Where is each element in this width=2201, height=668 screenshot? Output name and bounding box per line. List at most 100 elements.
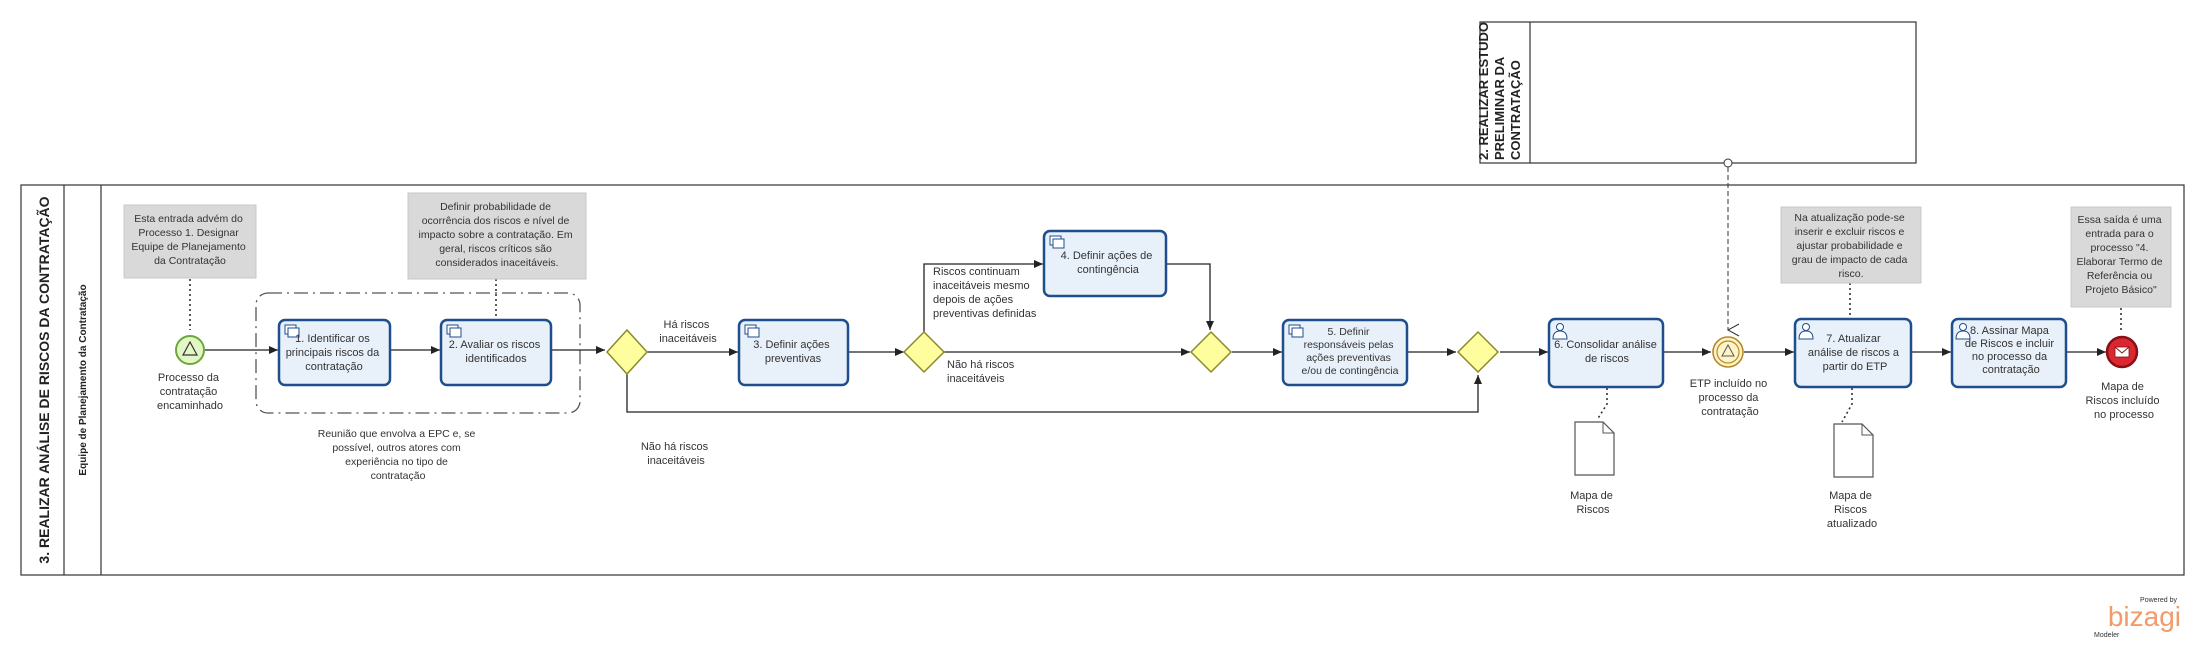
svg-text:Processo da contratação: Processo da contratação encaminhado [157, 372, 223, 412]
document-2-label: Mapa de [1829, 490, 1872, 502]
user-icon [1552, 323, 1568, 340]
svg-text:Mapa de Riscos incluído: Mapa de Riscos incluído no processo [2085, 381, 2162, 421]
start-event-label: encaminhado [157, 400, 223, 412]
task-8-label: de Riscos e incluir [1965, 338, 2055, 350]
svg-text:7. Atualizar análise de: 7. Atualizar análise de riscos a partir … [1808, 333, 1902, 373]
annotation-2-line: ocorrência dos riscos e nível de [422, 215, 570, 227]
document-1-label: Mapa de [1570, 490, 1613, 502]
svg-text:Reunião que envolva a EPC e, s: Reunião que envolva a EPC e, se possível… [318, 428, 479, 482]
document-2-label: Riscos [1834, 504, 1868, 516]
task-atualizar-analise[interactable]: 7. Atualizar análise de riscos a partir … [1793, 317, 1913, 389]
flow-label-nao-ha-riscos-1: inaceitáveis [647, 455, 705, 467]
annotation-4: Essa saída é uma entrada para o processo… [2070, 206, 2172, 308]
intermediate-event-label: contratação [1701, 406, 1758, 418]
external-pool-title-2: PRELIMINAR DA [1492, 56, 1507, 160]
task-8-label: 8. Assinar Mapa [1970, 325, 2050, 337]
group-note-line: Reunião que envolva a EPC e, se [318, 428, 476, 440]
external-pool[interactable]: 2. REALIZAR ESTUDO PRELIMINAR DA CONTRAT… [1476, 18, 1917, 164]
task-identificar-riscos[interactable]: 1. Identificar os principais riscos da c… [277, 318, 392, 387]
task-2-label: identificados [465, 353, 527, 365]
svg-text:Não há riscos inaceitáveis: Não há riscos inaceitáveis [947, 359, 1017, 385]
task-3-label: 3. Definir ações [753, 339, 830, 351]
task-7-label: 7. Atualizar [1826, 333, 1881, 345]
annotation-1-line: Processo 1. Designar [138, 227, 239, 239]
task-5-label: e/ou de contingência [1302, 365, 1399, 377]
gateway-3[interactable] [1189, 330, 1233, 374]
multi-instance-icon [1049, 235, 1065, 249]
svg-text:8. Assinar Mapa de Risco: 8. Assinar Mapa de Riscos e incluir no p… [1965, 325, 2057, 376]
svg-text:Riscos continuam inaceitáv: Riscos continuam inaceitáveis mesmo depo… [933, 266, 1037, 320]
svg-text:1. Identificar os princi: 1. Identificar os principais riscos da c… [286, 333, 383, 373]
watermark-powered: Powered by [2140, 597, 2177, 604]
gateway-1[interactable] [605, 328, 649, 376]
task-1-label: 1. Identificar os [295, 333, 370, 345]
annotation-2: Definir probabilidade de ocorrência dos … [407, 192, 587, 280]
task-7-label: análise de riscos a [1808, 347, 1900, 359]
task-assinar-mapa[interactable]: 8. Assinar Mapa de Riscos e incluir no p… [1950, 317, 2068, 389]
annotation-2-line: geral, riscos críticos são [439, 243, 552, 255]
document-mapa-de-riscos[interactable] [1574, 421, 1615, 476]
annotation-1-line: Esta entrada advém do [134, 213, 243, 225]
task-2-label: 2. Avaliar os riscos [449, 339, 541, 351]
annotation-3-line: grau de impacto de cada [1792, 254, 1908, 266]
flow-label-riscos-continuam: Riscos continuam [933, 266, 1020, 278]
message-flow [1723, 158, 1740, 337]
group-note-line: experiência no tipo de [345, 456, 448, 468]
document-2-label: atualizado [1827, 518, 1877, 530]
flow-label-riscos-continuam: inaceitáveis mesmo [933, 280, 1030, 292]
task-7-label: partir do ETP [1823, 361, 1888, 373]
svg-text:6. Consolidar análise de: 6. Consolidar análise de riscos [1554, 339, 1660, 365]
task-5-label: responsáveis pelas [1304, 339, 1394, 351]
svg-text:5. Definir responsáveis: 5. Definir responsáveis pelas ações prev… [1302, 326, 1399, 377]
task-6-label: 6. Consolidar análise [1554, 339, 1657, 351]
svg-text:3. Definir ações prevent: 3. Definir ações preventivas [753, 339, 833, 365]
external-pool-title-1: 2. REALIZAR ESTUDO [1476, 22, 1491, 160]
document-mapa-de-riscos-atualizado[interactable] [1833, 423, 1874, 478]
task-3-label: preventivas [765, 353, 822, 365]
user-icon [1798, 323, 1814, 340]
task-1-label: contratação [305, 361, 362, 373]
svg-text:Essa saída é uma entrada: Essa saída é uma entrada para o processo… [2076, 214, 2165, 296]
task-definir-responsaveis[interactable]: 5. Definir responsáveis pelas ações prev… [1281, 318, 1409, 387]
multi-instance-icon [744, 324, 760, 338]
annotation-3-line: ajustar probabilidade e [1796, 240, 1902, 252]
associations [189, 279, 2122, 423]
task-definir-acoes-contingencia[interactable]: 4. Definir ações de contingência [1042, 229, 1168, 298]
meeting-group [255, 292, 581, 414]
end-event[interactable] [2105, 335, 2139, 369]
intermediate-event-label: ETP incluído no [1690, 378, 1767, 390]
flow-label-riscos-continuam: depois de ações [933, 294, 1014, 306]
annotation-4-line: processo "4. [2091, 242, 2149, 254]
task-5-label: ações preventivas [1306, 352, 1391, 364]
task-definir-acoes-preventivas[interactable]: 3. Definir ações preventivas [737, 318, 850, 387]
task-consolidar-analise[interactable]: 6. Consolidar análise de riscos [1547, 317, 1665, 389]
start-event[interactable] [175, 335, 205, 365]
svg-text:4. Definir ações de cont: 4. Definir ações de contingência [1061, 250, 1156, 276]
lane-title: Equipe de Planejamento da Contratação [78, 284, 89, 475]
task-1-label: principais riscos da [286, 347, 380, 359]
user-icon [1955, 323, 1971, 340]
intermediate-event[interactable] [1712, 336, 1744, 368]
annotation-4-line: Essa saída é uma [2078, 214, 2162, 226]
annotation-4-line: Elaborar Termo de [2076, 256, 2162, 268]
annotation-2-line: Definir probabilidade de [440, 201, 551, 213]
svg-text:2. Avaliar os riscos ide: 2. Avaliar os riscos identificados [449, 339, 544, 365]
svg-text:Há riscos inaceitáveis: Há riscos inaceitáveis [659, 319, 717, 345]
gateway-2[interactable] [902, 330, 946, 374]
task-8-label: no processo da [1972, 351, 2048, 363]
task-avaliar-riscos[interactable]: 2. Avaliar os riscos identificados [439, 318, 553, 387]
annotation-4-line: entrada para o [2085, 228, 2153, 240]
sequence-flows [205, 260, 2106, 413]
group-note-line: possível, outros atores com [332, 442, 461, 454]
group-note-line: contratação [371, 470, 426, 482]
flow-label-nao-ha-riscos-2: Não há riscos [947, 359, 1015, 371]
svg-text:Esta entrada advém do Pr: Esta entrada advém do Processo 1. Design… [131, 213, 248, 267]
watermark-product: Modeler [2094, 632, 2120, 639]
external-pool-title-3: CONTRATAÇÃO [1508, 60, 1523, 160]
task-8-label: contratação [1982, 364, 2039, 376]
gateway-4[interactable] [1456, 330, 1500, 374]
svg-text:Definir probabilidade de: Definir probabilidade de ocorrência dos … [419, 201, 576, 269]
end-event-label: Mapa de [2101, 381, 2144, 393]
annotation-3: Na atualização pode-se inserir e excluir… [1780, 206, 1922, 284]
